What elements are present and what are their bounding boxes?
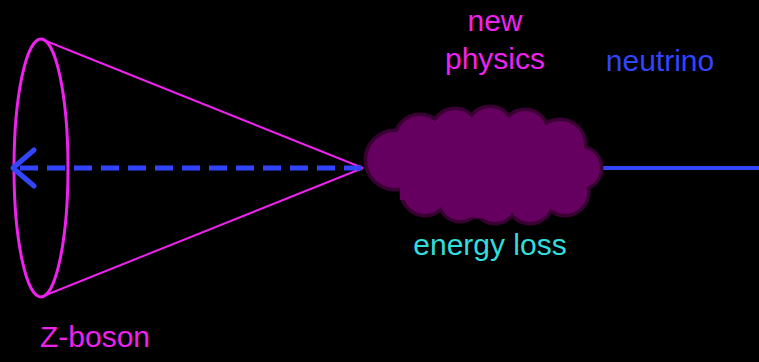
process-label: new physics [430,2,560,78]
dashed-arrow [16,166,362,171]
effect-label: energy loss [413,226,566,264]
cone-line [41,39,363,168]
neutrino-line [590,166,759,170]
new-physics-cloud [365,106,602,224]
cone-line [41,168,363,297]
arrow-head [13,150,34,186]
particle-label: Z-boson [40,318,150,356]
particle-label: neutrino [606,42,714,80]
z-boson-cone [14,39,363,297]
z-boson-arrow [13,150,362,186]
